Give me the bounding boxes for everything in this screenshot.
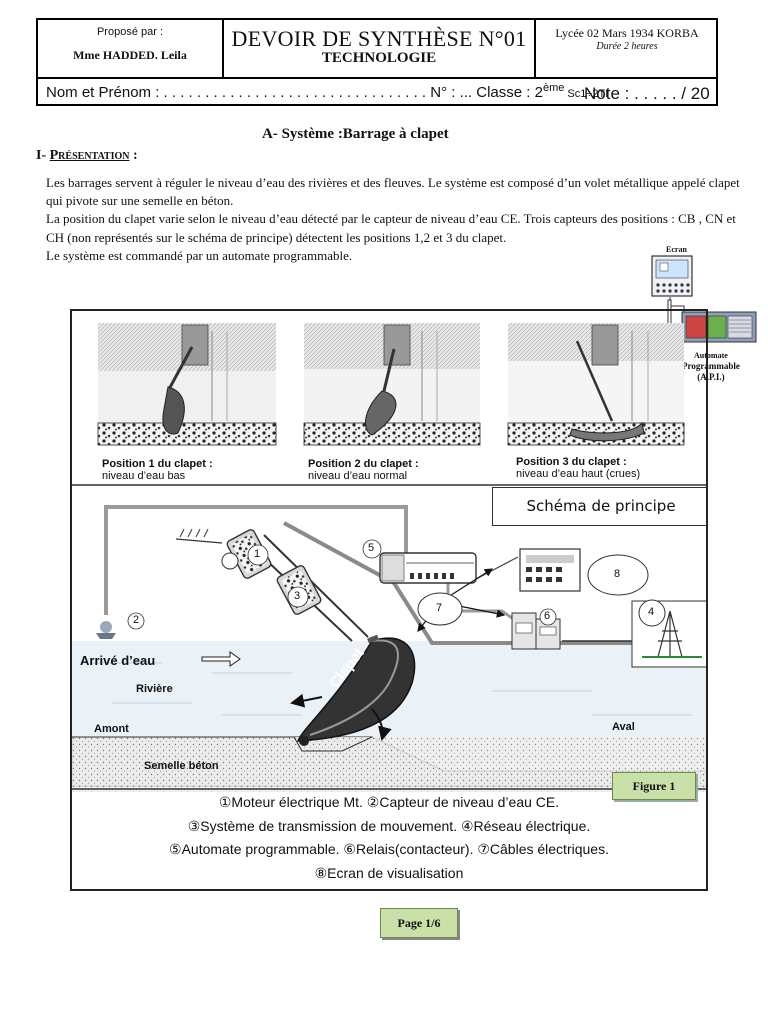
legend-line: ①Moteur électrique Mt. ②Capteur de nivea… [218, 794, 560, 810]
school-name: Lycée 02 Mars 1934 KORBA [555, 26, 699, 40]
marker-3: 3 [294, 590, 301, 602]
school-cell: Lycée 02 Mars 1934 KORBA Durée 2 heures [536, 20, 718, 77]
exam-title: DEVOIR DE SYNTHÈSE N°01 [231, 26, 527, 51]
subsection-number: I- [36, 148, 47, 163]
position-desc: niveau d’eau bas [102, 470, 186, 482]
intro-text: Les barrages servent à réguler le niveau… [46, 174, 754, 265]
teacher-name: Mme HADDED. Leila [73, 48, 187, 62]
marker-5: 5 [368, 542, 375, 554]
student-info-row: Nom et Prénom : . . . . . . . . . . . . … [46, 82, 711, 103]
header-divider [38, 77, 716, 79]
downstream-label: Aval [612, 721, 635, 733]
position-title: Position 2 du clapet : [308, 458, 419, 470]
position-caption-2: Position 2 du clapet : niveau d’eau norm… [308, 458, 419, 482]
page-badge: Page 1/6 [380, 908, 458, 938]
plc-label-line: Automate [694, 351, 728, 360]
position-title: Position 3 du clapet : [516, 456, 627, 468]
header-divider [222, 20, 224, 77]
marker-2: 2 [133, 614, 140, 626]
proposer-label: Proposé par : [96, 26, 164, 38]
position-photo-1 [97, 323, 277, 446]
legend-line: ③Système de transmission de mouvement. ④… [187, 817, 591, 834]
class-sup: ème [542, 82, 565, 94]
river-label: Rivière [136, 683, 173, 695]
subsection-name: Présentation [49, 148, 130, 163]
position-caption-1: Position 1 du clapet : niveau d’eau bas [102, 458, 213, 482]
position-desc: niveau d’eau haut (crues) [516, 468, 641, 480]
marker-8: 8 [614, 568, 621, 580]
figure-legend: ①Moteur électrique Mt. ②Capteur de nivea… [72, 791, 706, 885]
header-divider [534, 20, 536, 77]
position-desc: niveau d’eau normal [308, 470, 408, 482]
note-field: Note : . . . . . / 20 [584, 84, 710, 103]
figure-drawing [72, 323, 706, 792]
subsection-colon: : [129, 148, 138, 163]
upstream-label: Amont [94, 723, 129, 735]
marker-6: 6 [544, 610, 551, 622]
footing-label: Semelle béton [144, 760, 219, 772]
student-name-line: Nom et Prénom : . . . . . . . . . . . . … [46, 84, 543, 101]
position-title: Position 1 du clapet : [102, 458, 213, 470]
proposer-cell: Proposé par : Mme HADDED. Leila [38, 20, 222, 77]
position-photo-2 [303, 323, 481, 446]
marker-4: 4 [648, 606, 655, 618]
schema-title: Schéma de principe [492, 487, 706, 526]
plc-label-line: Programmable [682, 361, 740, 371]
exam-header: Proposé par : Mme HADDED. Leila DEVOIR D… [36, 18, 718, 106]
position-caption-3: Position 3 du clapet : niveau d’eau haut… [516, 456, 640, 480]
legend-line: ⑧Ecran de visualisation [314, 864, 464, 881]
figure-1: Position 1 du clapet : niveau d’eau bas … [70, 309, 708, 891]
exam-duration: Durée 2 heures [596, 41, 658, 52]
legend-line: ⑤Automate programmable. ⑥Relais(contacte… [169, 841, 609, 857]
plc-label: Automate Programmable (A.P.I.) [682, 350, 740, 383]
section-title: A- Système :Barrage à clapet [262, 126, 449, 142]
intro-paragraph: Le système est commandé par un automate … [46, 247, 353, 263]
subsection-title: I- Présentation : [36, 148, 138, 164]
intro-paragraph: La position du clapet varie selon le niv… [46, 211, 736, 245]
intro-paragraph: Les barrages servent à réguler le niveau… [46, 175, 740, 209]
water-arrival-label: Arrivé d’eau [80, 653, 156, 668]
class-rest: Sc1÷2TI [564, 88, 609, 100]
marker-1: 1 [254, 548, 261, 560]
position-photo-3 [507, 323, 685, 446]
marker-7: 7 [436, 602, 443, 614]
title-cell: DEVOIR DE SYNTHÈSE N°01 TECHNOLOGIE [224, 20, 534, 77]
screen-label: Ecran [666, 245, 687, 254]
plc-label-line: (A.P.I.) [697, 372, 725, 382]
figure-badge: Figure 1 [612, 772, 696, 800]
exam-subject: TECHNOLOGIE [321, 50, 437, 66]
